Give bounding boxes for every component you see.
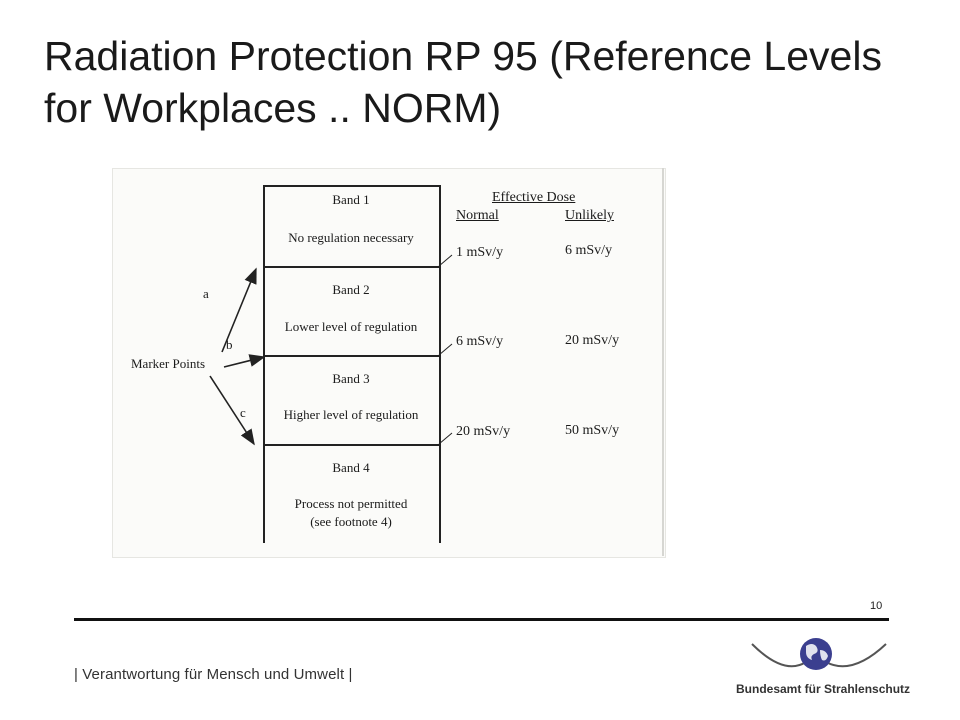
footer-tagline: | Verantwortung für Mensch und Umwelt | [74, 666, 353, 683]
dose-normal-1: 1 mSv/y [456, 245, 504, 260]
band-3-name: Band 3 [332, 371, 370, 386]
band-2-desc: Lower level of regulation [284, 319, 418, 334]
arrow-a [221, 267, 257, 353]
band-divider [263, 355, 441, 357]
band-1-desc: No regulation necessary [288, 230, 414, 245]
globe-continents [806, 644, 828, 661]
globe-icon [800, 638, 832, 670]
page-number: 10 [870, 600, 883, 612]
logo-text: Bundesamt für Strahlenschutz [736, 682, 911, 696]
logo-arc-left [751, 643, 807, 668]
dose-unlikely-2: 20 mSv/y [565, 333, 620, 348]
band-3-desc: Higher level of regulation [283, 407, 419, 422]
logo-arc-right [825, 643, 887, 668]
band-4-name: Band 4 [332, 460, 370, 475]
boundary-tick-3 [438, 432, 453, 445]
band-divider [263, 444, 441, 446]
boundary-tick-2 [438, 343, 453, 356]
slide-title: Radiation Protection RP 95 (Reference Le… [44, 33, 882, 131]
marker-points-label: Marker Points [131, 356, 206, 371]
bfs-logo [751, 638, 887, 670]
band-divider [263, 266, 441, 268]
band-4-desc-line1: Process not permitted [294, 496, 408, 511]
scanned-figure [112, 168, 666, 558]
arrow-label-c: c [240, 405, 246, 420]
dose-unlikely-3: 50 mSv/y [565, 423, 620, 438]
unlikely-column-header: Unlikely [565, 208, 614, 223]
arrow-label-b: b [226, 337, 233, 352]
arrow-label-a: a [203, 286, 209, 301]
effective-dose-header: Effective Dose [492, 190, 576, 205]
figure-edge [662, 168, 664, 556]
boundary-tick-1 [438, 254, 453, 267]
normal-column-header: Normal [456, 208, 499, 223]
arrow-b [223, 354, 266, 368]
arrow-c [209, 375, 255, 446]
dose-unlikely-1: 6 mSv/y [565, 243, 613, 258]
dose-normal-2: 6 mSv/y [456, 334, 504, 349]
dose-normal-3: 20 mSv/y [456, 424, 511, 439]
band-2-name: Band 2 [332, 282, 370, 297]
footer-rule [74, 618, 889, 621]
band-4-desc-line2: (see footnote 4) [310, 514, 392, 529]
band-1-name: Band 1 [332, 192, 370, 207]
